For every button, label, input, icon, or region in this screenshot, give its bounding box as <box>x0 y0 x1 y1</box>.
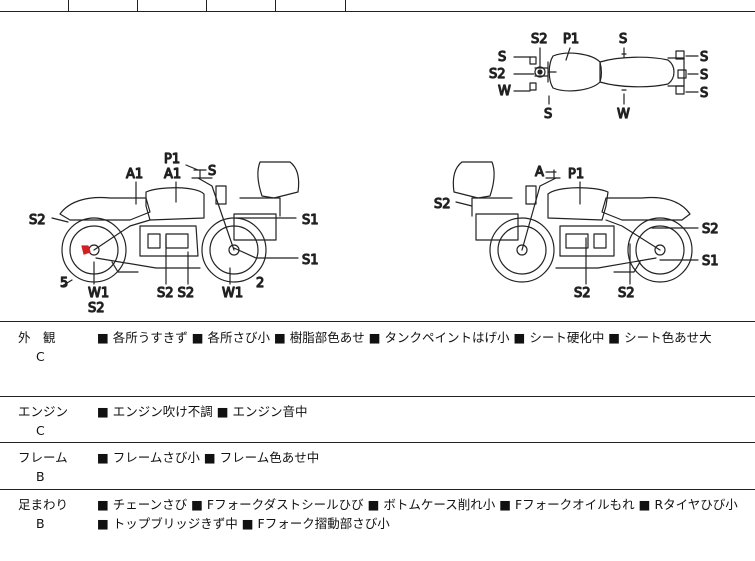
left-view-label: S2 S2 <box>157 286 194 301</box>
right-view-label: A <box>535 165 544 180</box>
left-view-label: P1 <box>164 152 180 167</box>
top-view-label: S <box>700 86 708 101</box>
left-view-label: W1 <box>222 286 243 301</box>
category-grade: C <box>36 423 45 438</box>
left-view-motorcycle <box>51 161 300 287</box>
category-name: フレーム <box>18 450 68 465</box>
condition-category: 足まわり B <box>0 495 88 533</box>
row-divider <box>0 442 755 443</box>
left-view-label: S <box>208 164 216 179</box>
right-view-label: S2 <box>618 286 635 301</box>
right-view-motorcycle <box>452 161 699 285</box>
top-view-label: S <box>498 50 506 65</box>
left-view-label: S2 <box>88 301 105 316</box>
row-divider <box>0 396 755 397</box>
top-view-label: S2 <box>489 67 506 82</box>
condition-description: ■ 各所うすきず ■ 各所さび小 ■ 樹脂部色あせ ■ タンクペイントはげ小 ■… <box>97 330 712 345</box>
category-grade: B <box>36 469 45 484</box>
left-view-label: 5 <box>60 276 68 291</box>
top-cell-divider <box>275 0 276 12</box>
right-view-label: S2 <box>702 222 719 237</box>
left-view-label: S1 <box>302 253 319 268</box>
condition-category: 外 観 C <box>0 328 88 366</box>
right-view-label: S1 <box>702 254 719 269</box>
top-view-label: S2 <box>531 32 548 47</box>
left-view-label: A1 <box>164 167 181 182</box>
right-view-label: P1 <box>568 167 584 182</box>
condition-description: ■ フレームさび小 ■ フレーム色あせ中 <box>97 450 320 465</box>
top-view-label: S <box>700 50 708 65</box>
top-view-label: P1 <box>563 32 579 47</box>
top-cell-divider <box>137 0 138 12</box>
left-view-label: W1 <box>88 286 109 301</box>
top-view-label: W <box>617 107 630 122</box>
left-view-label: 2 <box>256 276 264 291</box>
left-view-label: S1 <box>302 213 319 228</box>
category-name: 外 観 <box>18 330 56 345</box>
top-view-label: S <box>619 32 627 47</box>
top-cell-divider <box>68 0 69 12</box>
category-grade: C <box>36 349 45 364</box>
damage-diagram: S S2 W S2 P1 S S W S S S <box>0 12 755 321</box>
row-divider <box>0 489 755 490</box>
right-view-label: S2 <box>434 197 451 212</box>
category-name: 足まわり <box>18 497 69 512</box>
condition-category: エンジン C <box>0 402 88 440</box>
condition-description: ■ エンジン吹け不調 ■ エンジン音中 <box>97 404 308 419</box>
top-table-border <box>0 11 755 12</box>
top-cell-divider <box>345 0 346 12</box>
row-divider <box>0 321 755 322</box>
right-view-label: S2 <box>574 286 591 301</box>
top-view-label: W <box>498 84 511 99</box>
condition-description: ■ チェーンさび ■ Fフォークダストシールひび ■ ボトムケース削れ小 ■ F… <box>97 497 738 531</box>
top-view-motorcycle <box>513 47 699 105</box>
category-grade: B <box>36 516 45 531</box>
top-view-label: S <box>544 107 552 122</box>
top-cell-divider <box>206 0 207 12</box>
category-name: エンジン <box>18 404 69 419</box>
top-view-label: S <box>700 68 708 83</box>
left-view-label: A1 <box>126 167 143 182</box>
condition-category: フレーム B <box>0 448 88 486</box>
left-view-label: S2 <box>29 213 46 228</box>
